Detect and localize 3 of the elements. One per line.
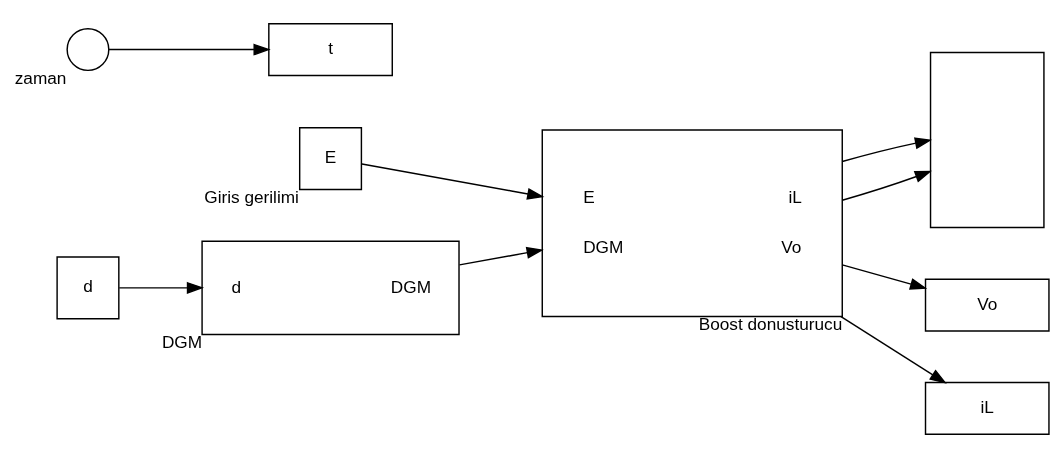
node-label: zaman (14, 67, 67, 88)
node-label: Giris gerilimi (204, 186, 299, 207)
node-label: DGM (161, 331, 203, 352)
